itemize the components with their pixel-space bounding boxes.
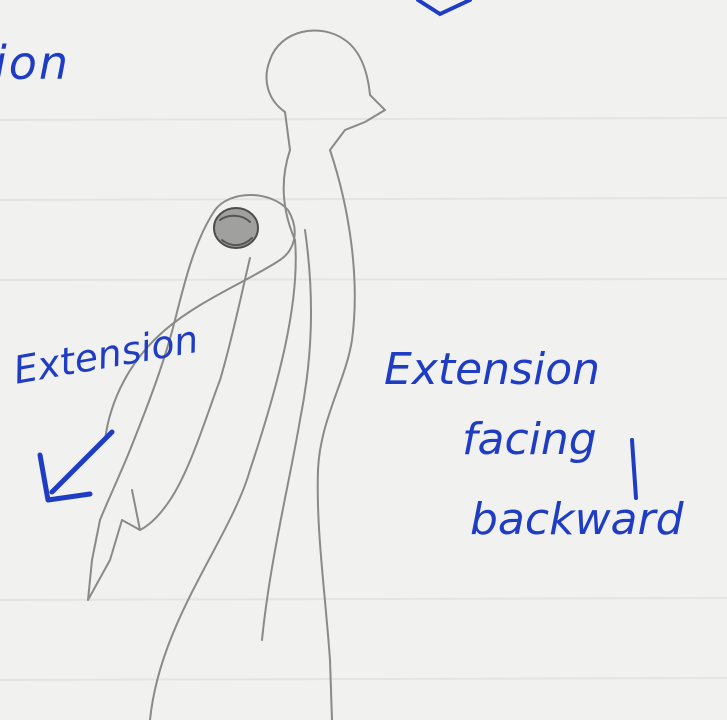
- extension-arrow: [40, 432, 112, 500]
- label-extension-backward-line2: facing: [462, 418, 597, 462]
- label-extension-backward-line3: backward: [470, 498, 684, 542]
- shoulder-shading: [214, 208, 258, 248]
- hand: [88, 490, 140, 600]
- top-arrow-fragment: [418, 0, 470, 14]
- arm-lower: [140, 258, 250, 530]
- body-figure: [88, 30, 385, 720]
- label-top-partial: ion: [0, 40, 70, 86]
- label-extension-backward-line1: Extension: [384, 348, 600, 392]
- arrow-shaft: [52, 432, 112, 492]
- head-back: [266, 60, 290, 150]
- torso-front: [318, 150, 355, 720]
- torso-inner: [262, 230, 311, 640]
- label-bracket: [632, 440, 636, 498]
- paper-lines: [0, 118, 727, 680]
